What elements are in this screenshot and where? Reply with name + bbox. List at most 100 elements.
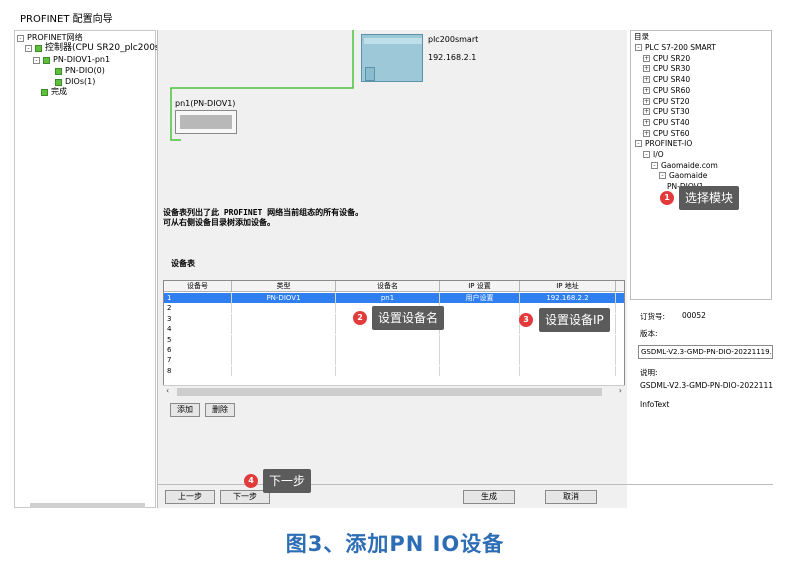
table-cell[interactable]: 192.168.2.2: [520, 293, 616, 303]
collapse-icon[interactable]: -: [17, 34, 24, 42]
column-header[interactable]: 设备名: [336, 281, 440, 292]
expand-icon[interactable]: +: [643, 86, 650, 94]
catalog-item[interactable]: +CPU SR40: [643, 75, 690, 84]
expand-icon[interactable]: +: [643, 108, 650, 116]
catalog-item[interactable]: +CPU ST30: [643, 107, 690, 116]
catalog-item[interactable]: +CPU SR60: [643, 86, 690, 95]
add-button[interactable]: 添加: [170, 403, 200, 417]
collapse-icon[interactable]: -: [635, 140, 642, 148]
column-header[interactable]: 类型: [232, 281, 336, 292]
cancel-button[interactable]: 取消: [545, 490, 597, 504]
scrollbar-thumb[interactable]: [177, 388, 602, 396]
collapse-icon[interactable]: -: [25, 44, 32, 52]
expand-icon[interactable]: +: [643, 54, 650, 62]
tree-item-module[interactable]: PN-DIO(0): [55, 66, 105, 76]
table-cell[interactable]: [232, 334, 336, 345]
delete-button[interactable]: 删除: [205, 403, 235, 417]
tree-item-controller[interactable]: - 控制器(CPU SR20_plc200smart): [25, 43, 185, 53]
collapse-icon[interactable]: -: [659, 172, 666, 180]
plc-name: plc200smart: [428, 35, 479, 44]
column-header[interactable]: IP 地址: [520, 281, 616, 292]
table-cell[interactable]: 5: [164, 334, 232, 345]
collapse-icon[interactable]: -: [651, 161, 658, 169]
version-field[interactable]: GSDML-V2.3-GMD-PN-DIO-20221119.xml: [638, 345, 773, 359]
table-cell[interactable]: 2: [164, 303, 232, 314]
table-cell[interactable]: [520, 303, 616, 314]
table-cell[interactable]: 1: [164, 293, 232, 303]
catalog-item[interactable]: -I/O: [643, 150, 664, 159]
table-cell[interactable]: [232, 355, 336, 366]
description-line: 可从右侧设备目录树添加设备。: [163, 218, 275, 227]
table-cell[interactable]: 6: [164, 345, 232, 355]
table-cell[interactable]: 4: [164, 324, 232, 335]
table-row[interactable]: 7: [164, 355, 624, 366]
table-cell[interactable]: PN-DIOV1: [232, 293, 336, 303]
table-cell[interactable]: [520, 334, 616, 345]
column-header[interactable]: IP 设置: [440, 281, 520, 292]
left-scrollbar[interactable]: [30, 503, 145, 508]
table-cell[interactable]: [232, 324, 336, 335]
table-cell[interactable]: [440, 324, 520, 335]
table-cell[interactable]: 用户设置: [440, 293, 520, 303]
table-cell[interactable]: 7: [164, 355, 232, 366]
table-row[interactable]: 8: [164, 365, 624, 376]
table-cell[interactable]: [440, 345, 520, 355]
table-cell[interactable]: [336, 334, 440, 345]
table-cell[interactable]: [336, 365, 440, 376]
table-cell[interactable]: [520, 355, 616, 366]
table-row[interactable]: 5: [164, 334, 624, 345]
catalog-item-label: CPU ST60: [653, 128, 690, 138]
next-button[interactable]: 下一步: [220, 490, 270, 504]
table-cell[interactable]: [520, 365, 616, 376]
table-cell[interactable]: [520, 313, 616, 324]
table-cell[interactable]: [440, 334, 520, 345]
table-cell[interactable]: 8: [164, 365, 232, 376]
prev-button[interactable]: 上一步: [165, 490, 215, 504]
table-cell[interactable]: [232, 365, 336, 376]
table-cell[interactable]: [336, 355, 440, 366]
io-device-icon[interactable]: [175, 110, 237, 134]
collapse-icon[interactable]: -: [33, 56, 40, 64]
table-cell[interactable]: 3: [164, 313, 232, 324]
catalog-item[interactable]: -PLC S7-200 SMART: [635, 43, 716, 52]
expand-icon[interactable]: +: [643, 65, 650, 73]
catalog-item[interactable]: +CPU ST40: [643, 118, 690, 127]
table-cell[interactable]: [232, 313, 336, 324]
table-cell[interactable]: [232, 303, 336, 314]
table-cell[interactable]: [440, 365, 520, 376]
generate-button[interactable]: 生成: [463, 490, 515, 504]
table-cell[interactable]: [440, 303, 520, 314]
catalog-item[interactable]: +CPU SR30: [643, 64, 690, 73]
table-cell[interactable]: [440, 313, 520, 324]
catalog-item[interactable]: -PROFINET-IO: [635, 139, 692, 148]
table-cell[interactable]: [520, 345, 616, 355]
table-cell[interactable]: [336, 345, 440, 355]
table-row[interactable]: 6: [164, 345, 624, 355]
catalog-item[interactable]: +CPU ST20: [643, 97, 690, 106]
table-cell[interactable]: [440, 355, 520, 366]
catalog-item[interactable]: +CPU SR20: [643, 54, 690, 63]
plc-device-icon[interactable]: [361, 34, 423, 82]
collapse-icon[interactable]: -: [643, 151, 650, 158]
expand-icon[interactable]: +: [643, 118, 650, 126]
table-cell[interactable]: [520, 324, 616, 335]
table-cell[interactable]: [232, 345, 336, 355]
expand-icon[interactable]: +: [643, 76, 650, 84]
expand-icon[interactable]: +: [643, 97, 650, 105]
table-cell[interactable]: pn1: [336, 293, 440, 303]
scroll-right-icon[interactable]: ›: [618, 386, 622, 395]
tree-item-submodule[interactable]: DIOs(1): [55, 77, 95, 87]
tree-item-label: PN-DIO(0): [65, 66, 105, 75]
column-header[interactable]: 设备号: [164, 281, 232, 292]
scroll-left-icon[interactable]: ‹: [166, 386, 170, 395]
catalog-item[interactable]: +CPU ST60: [643, 129, 690, 138]
tree-item-network[interactable]: - PROFINET网络: [17, 33, 83, 43]
table-scrollbar[interactable]: ‹ ›: [163, 385, 625, 398]
catalog-item[interactable]: -Gaomaide: [659, 171, 707, 180]
expand-icon[interactable]: +: [643, 129, 650, 137]
tree-item-finish[interactable]: 完成: [41, 87, 67, 97]
collapse-icon[interactable]: -: [635, 44, 642, 51]
catalog-item[interactable]: -Gaomaide.com: [651, 161, 718, 170]
tree-item-device[interactable]: - PN-DIOV1-pn1: [33, 55, 110, 65]
